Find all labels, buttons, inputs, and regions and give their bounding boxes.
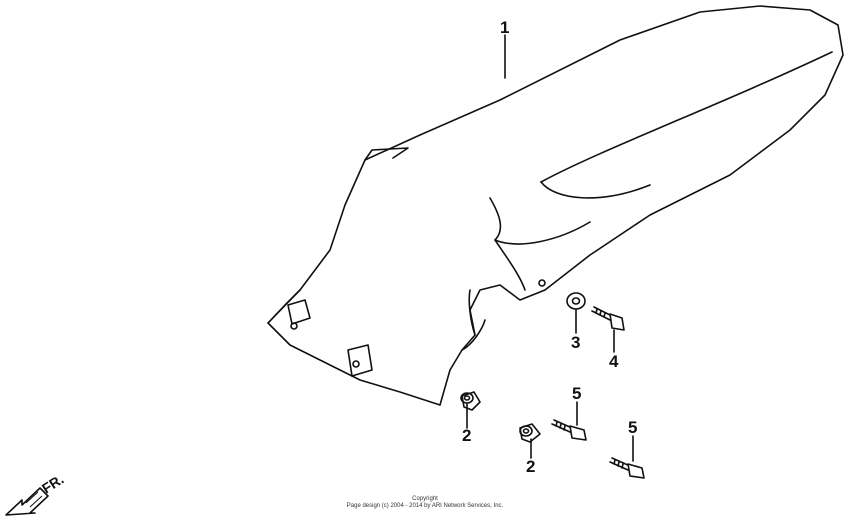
callout-2b: 2 [526,457,535,476]
copyright-line-1: Copyright [412,496,438,502]
screw-part [551,419,587,441]
callout-4: 4 [609,352,619,371]
screw-part [609,457,645,479]
callout-5b: 5 [628,418,637,437]
callout-2a: 2 [462,426,471,445]
copyright-line-2: Page design (c) 2004 - 2014 by ARI Netwo… [346,503,504,509]
copyright-notice: Copyright Page design (c) 2004 - 2014 by… [0,496,850,510]
rear-fender-part [267,5,844,406]
grommet-part [519,423,541,443]
washer-part [566,292,586,310]
callout-5a: 5 [572,384,581,403]
flange-bolt-part [591,306,625,331]
grommet-part [460,391,481,411]
callout-1: 1 [500,18,509,37]
callout-3: 3 [571,333,580,352]
